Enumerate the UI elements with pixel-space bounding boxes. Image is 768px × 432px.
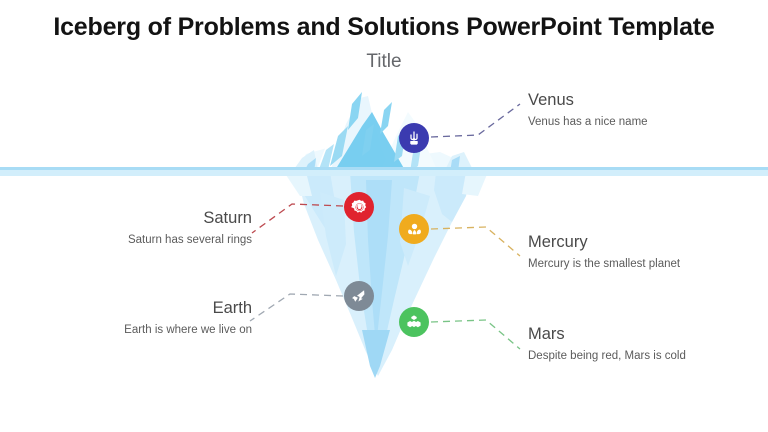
stacked-cubes-glyph [407, 315, 421, 328]
callout-saturn: Saturn Saturn has several rings [128, 208, 252, 247]
callout-venus-description: Venus has a nice name [528, 115, 648, 128]
leaf-origami-icon[interactable] [344, 281, 374, 311]
hand-holding-heart-glyph [407, 223, 421, 234]
iceberg-above-water [288, 86, 478, 172]
callout-mercury: Mercury Mercury is the smallest planet [528, 232, 680, 271]
page-title: Iceberg of Problems and Solutions PowerP… [53, 13, 715, 41]
waterline [0, 167, 768, 176]
callout-mars-description: Despite being red, Mars is cold [528, 349, 686, 362]
callout-venus-title: Venus [528, 91, 574, 109]
page-subtitle: Title [366, 51, 402, 72]
callout-saturn-description: Saturn has several rings [127, 233, 252, 246]
cactus-plant-glyph [410, 131, 418, 145]
callout-venus: Venus Venus has a nice name [528, 90, 648, 129]
stacked-cubes-icon[interactable] [399, 307, 429, 337]
connector-mercury [430, 226, 521, 257]
hand-holding-heart-icon[interactable] [399, 214, 429, 244]
connector-mars [430, 319, 521, 350]
gear-lightbulb-glyph [350, 199, 366, 213]
iceberg-underwater [284, 172, 488, 378]
connector-venus [430, 103, 521, 138]
callout-mars: Mars Despite being red, Mars is cold [528, 324, 686, 363]
leaf-origami-glyph [352, 290, 365, 302]
gear-lightbulb-icon[interactable] [344, 192, 374, 222]
cactus-plant-icon[interactable] [399, 123, 429, 153]
callout-mars-title: Mars [528, 325, 565, 343]
callout-mercury-title: Mercury [528, 233, 588, 251]
connector-earth [249, 293, 344, 322]
callout-earth-description: Earth is where we live on [124, 323, 252, 336]
callout-earth-title: Earth [212, 299, 252, 317]
callout-mercury-description: Mercury is the smallest planet [528, 257, 681, 270]
callout-saturn-title: Saturn [203, 209, 252, 227]
callout-earth: Earth Earth is where we live on [124, 298, 252, 337]
connector-saturn [251, 203, 344, 234]
